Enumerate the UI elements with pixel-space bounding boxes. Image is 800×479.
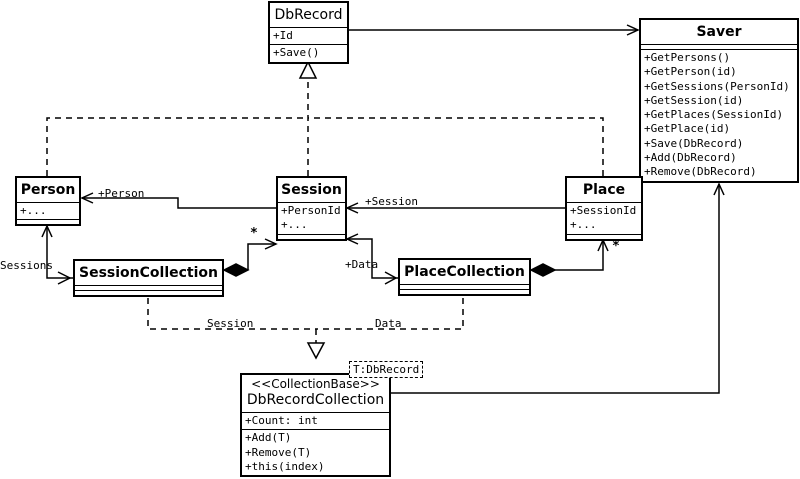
sessioncollection-binding-line	[147, 298, 316, 330]
class-saver-attributes	[641, 45, 797, 50]
class-dbrecordcollection-stereotype: <<CollectionBase>>	[251, 377, 380, 391]
class-placecollection-name: PlaceCollection	[400, 260, 529, 285]
class-dbrecordcollection-name: DbRecordCollection	[242, 391, 389, 413]
class-placecollection-attributes	[400, 285, 529, 290]
role-label-sessions: Sessions	[0, 259, 53, 272]
sessioncollection-session-composition	[247, 238, 278, 270]
method: +Remove(T)	[245, 445, 312, 459]
multiplicity-session: *	[250, 226, 258, 241]
method: +Add(DbRecord)	[644, 151, 737, 165]
attribute: +PersonId	[281, 204, 341, 217]
class-sessioncollection-attributes	[75, 286, 222, 291]
template-parameter: T:DbRecord	[349, 361, 424, 378]
class-dbrecordcollection-methods: +Add(T) +Remove(T) +this(index)	[242, 430, 389, 475]
place-realization-line	[308, 117, 604, 176]
class-saver-name: Saver	[641, 20, 797, 45]
class-dbrecord-methods: +Save()	[270, 45, 347, 61]
class-saver-methods: +GetPersons() +GetPerson(id) +GetSession…	[641, 50, 797, 181]
method: +Add(T)	[245, 431, 292, 445]
class-place[interactable]: Place +SessionId +...	[565, 176, 643, 241]
binding-label-data: Data	[375, 317, 402, 330]
attribute: +...	[20, 204, 47, 217]
class-person-attributes: +...	[17, 203, 79, 221]
method: +Remove(DbRecord)	[644, 165, 757, 179]
class-dbrecordcollection[interactable]: <<CollectionBase>> DbRecordCollection +C…	[240, 373, 391, 478]
class-person[interactable]: Person +...	[15, 176, 81, 227]
role-label-session: +Session	[365, 195, 418, 208]
dbrecord-realization-triangle	[298, 60, 318, 79]
method: +this(index)	[245, 459, 325, 473]
method: +GetPlace(id)	[644, 122, 731, 136]
class-session-methods	[278, 235, 345, 239]
class-sessioncollection[interactable]: SessionCollection	[73, 259, 224, 297]
class-dbrecordcollection-attributes: +Count: int	[242, 413, 389, 431]
class-place-name: Place	[567, 178, 641, 203]
class-placecollection-methods	[400, 290, 529, 294]
placecollection-place-composition	[555, 238, 609, 271]
method: +Save()	[273, 46, 320, 60]
attribute: +SessionId	[570, 204, 637, 217]
class-session-name: Session	[278, 178, 345, 203]
dbrecordcollection-realization-triangle	[306, 342, 326, 360]
class-dbrecord[interactable]: DbRecord +Id +Save()	[268, 1, 349, 64]
method: +GetPersons()	[644, 51, 731, 64]
class-sessioncollection-methods	[75, 291, 222, 295]
class-place-attributes: +SessionId +...	[567, 203, 641, 235]
class-sessioncollection-name: SessionCollection	[75, 261, 222, 286]
class-saver[interactable]: Saver +GetPersons() +GetPerson(id) +GetS…	[639, 18, 799, 183]
method: +GetPlaces(SessionId)	[644, 108, 784, 122]
method: +GetPerson(id)	[644, 65, 737, 79]
class-session-attributes: +PersonId +...	[278, 203, 345, 235]
attribute: +Count: int	[245, 414, 318, 427]
session-placecollection-line	[345, 233, 398, 279]
session-person-association	[80, 192, 276, 209]
multiplicity-place: *	[612, 239, 620, 254]
method: +Save(DbRecord)	[644, 136, 744, 150]
method: +GetSession(id)	[644, 93, 744, 107]
role-label-data: +Data	[345, 258, 379, 271]
attribute: +Id	[273, 29, 293, 42]
class-placecollection[interactable]: PlaceCollection	[398, 258, 531, 296]
class-dbrecord-attributes: +Id	[270, 28, 347, 46]
person-sessioncollection-line	[41, 224, 73, 279]
class-dbrecord-name: DbRecord	[270, 3, 347, 28]
class-person-methods	[17, 220, 79, 224]
class-place-methods	[567, 235, 641, 239]
class-session[interactable]: Session +PersonId +...	[276, 176, 347, 241]
role-label-person: +Person	[98, 187, 145, 200]
binding-label-session: Session	[207, 317, 254, 330]
person-realization-line	[46, 117, 308, 176]
attribute: +...	[281, 218, 308, 232]
method: +GetSessions(PersonId)	[644, 79, 790, 93]
dbrecordcollection-saver-association	[391, 182, 725, 394]
attribute: +...	[570, 218, 597, 232]
class-person-name: Person	[17, 178, 79, 203]
